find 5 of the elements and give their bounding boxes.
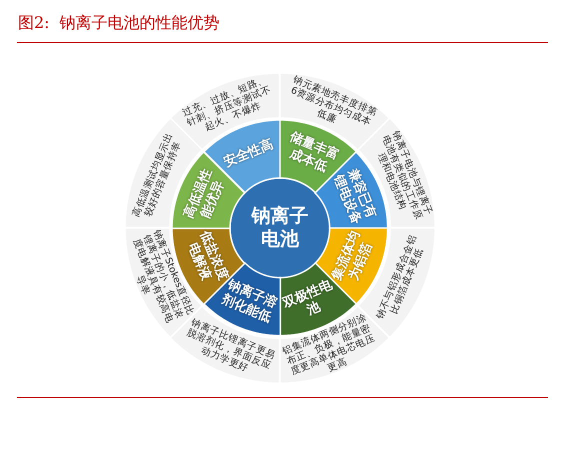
- center-label: 钠离子电池: [250, 205, 310, 251]
- segment-text: 钠元素地壳丰度排第6资源分布均匀成本低廉: [288, 73, 380, 130]
- segment-text: 钠不与铝形成合金铝比铜箔成本更低: [374, 232, 426, 322]
- sector-label: 低盐浓度电解液: [184, 227, 231, 282]
- figure-title: 图2: 钠离子电池的性能优势: [18, 13, 220, 34]
